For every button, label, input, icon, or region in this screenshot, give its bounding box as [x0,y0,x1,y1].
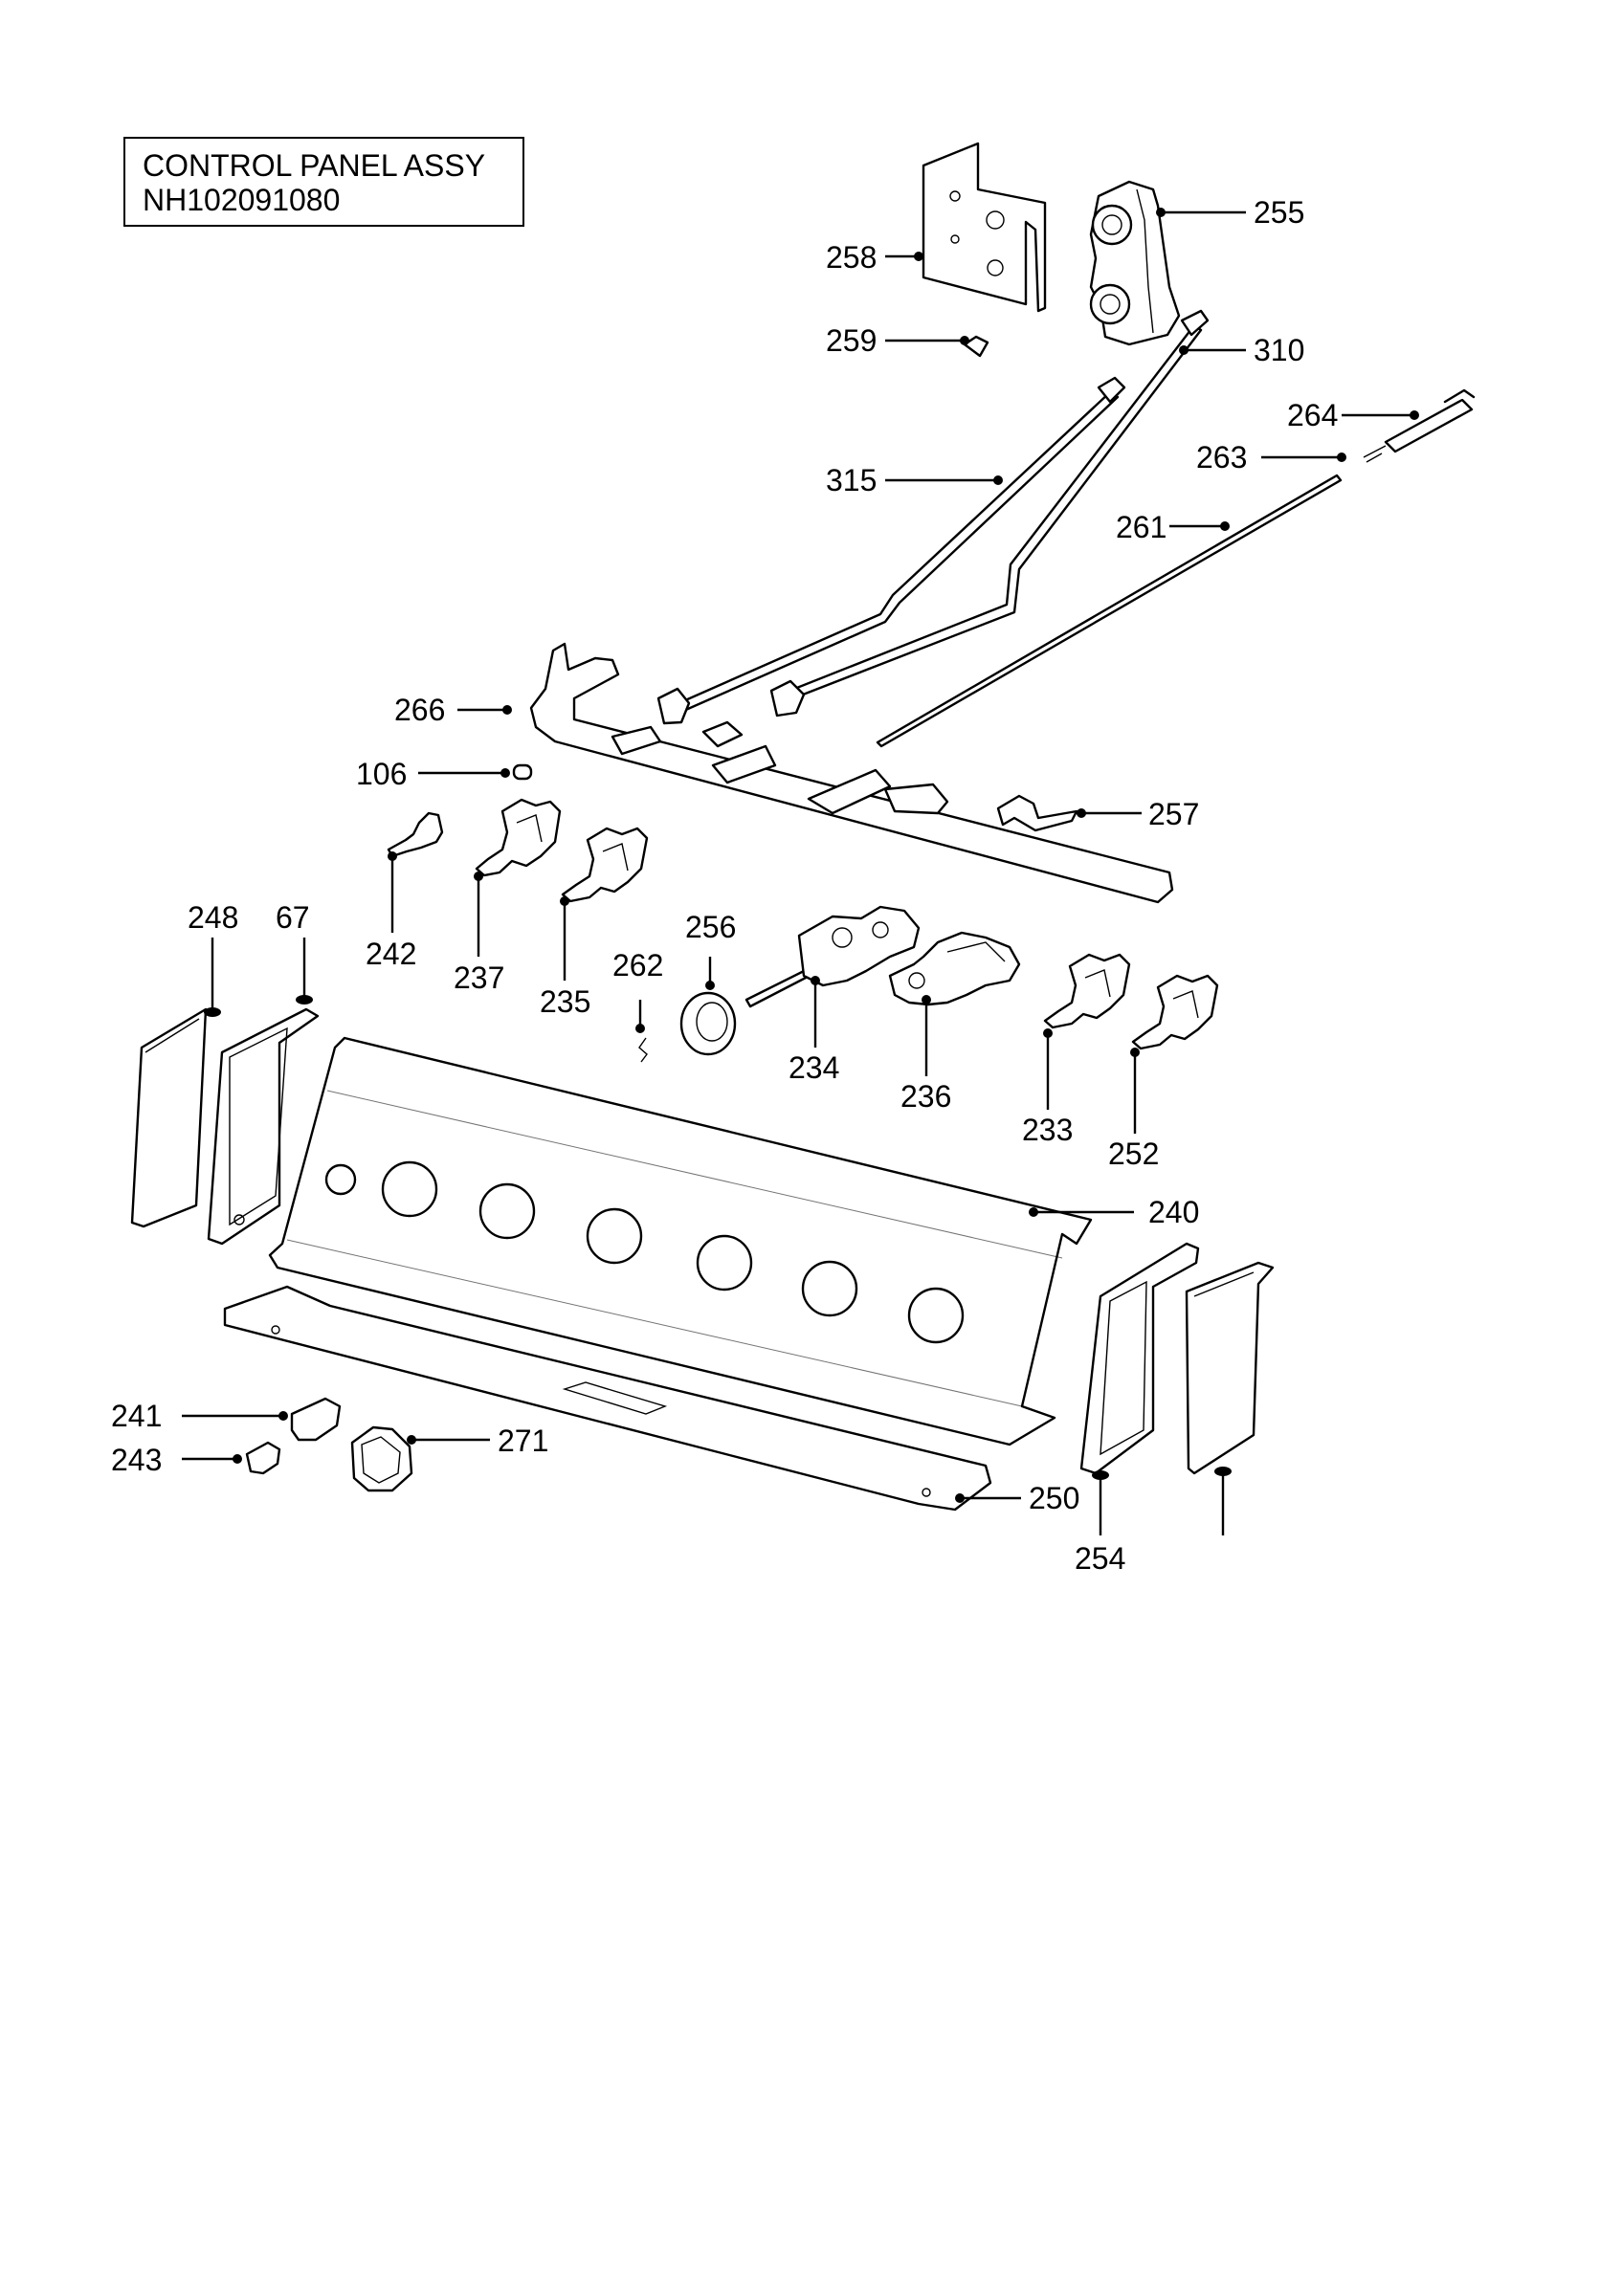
bracket-plate-part [922,142,1047,313]
control-panel-fascia-part [268,1036,1093,1446]
callout-label: 237 [454,960,504,995]
callout-label: 258 [826,240,877,275]
callout-label: 250 [1029,1481,1079,1515]
callout-label: 248 [188,900,238,935]
gas-valve-234-part [744,905,921,1008]
callout-label: 259 [826,323,877,358]
spring-clip-part [638,1037,648,1063]
callout-label: 236 [900,1079,951,1114]
right-end-cap-inner-part [1079,1242,1200,1475]
callout-label: 254 [1075,1541,1125,1576]
gas-valve-235-part [561,827,649,903]
gas-regulator-part [1089,180,1181,346]
gas-manifold-part [529,642,1174,904]
screw-part [963,335,989,358]
callout-label: 271 [498,1424,548,1458]
right-end-cap-outer-part [1185,1261,1275,1475]
callout-label: 243 [111,1443,162,1477]
title-box: CONTROL PANEL ASSY NH102091080 [123,137,524,227]
gas-valve-242-part [387,811,444,858]
callout-label: 315 [826,463,877,497]
callout-label: 240 [1148,1195,1199,1229]
callout-label: 234 [789,1050,839,1085]
callout-label: 233 [1022,1113,1073,1147]
callout-label: 257 [1148,797,1199,831]
callout-label: 252 [1108,1137,1159,1171]
left-end-cap-inner-part [207,1007,320,1246]
assembly-number: NH102091080 [143,183,341,217]
callout-label: 242 [366,937,416,971]
gas-valve-236-part [888,931,1021,1006]
gas-valve-237-right-part [1131,974,1219,1050]
knob-seal-part [679,991,737,1056]
lamp-holder-part [290,1397,342,1442]
gas-tubes-part [656,309,1210,725]
gas-valve-233-part [1043,953,1131,1029]
gas-valve-237-left-part [475,798,562,877]
control-knob-part [350,1425,413,1492]
leader-lines [182,208,1419,1535]
clip-part [996,794,1078,832]
callout-label: 256 [685,910,736,944]
callout-labels: 255 258 259 310 264 263 315 261 266 106 … [111,195,1338,1576]
callout-label: 266 [394,693,445,727]
lower-trim-strip-part [223,1285,992,1512]
nut-part [512,763,533,781]
callout-label: 262 [612,948,663,982]
callout-label: 263 [1196,440,1247,475]
ignition-rod-part [876,388,1476,748]
callout-label: 235 [540,984,590,1019]
callout-label: 241 [111,1399,162,1433]
assembly-title: CONTROL PANEL ASSY [143,148,486,183]
callout-label: 264 [1287,398,1338,432]
callout-label: 255 [1254,195,1304,230]
callout-label: 261 [1116,510,1167,544]
callout-label: 67 [276,900,310,935]
callout-label: 310 [1254,333,1304,367]
left-end-cap-outer-part [130,1007,208,1228]
lamp-part [245,1441,281,1475]
callout-label: 106 [356,757,407,791]
